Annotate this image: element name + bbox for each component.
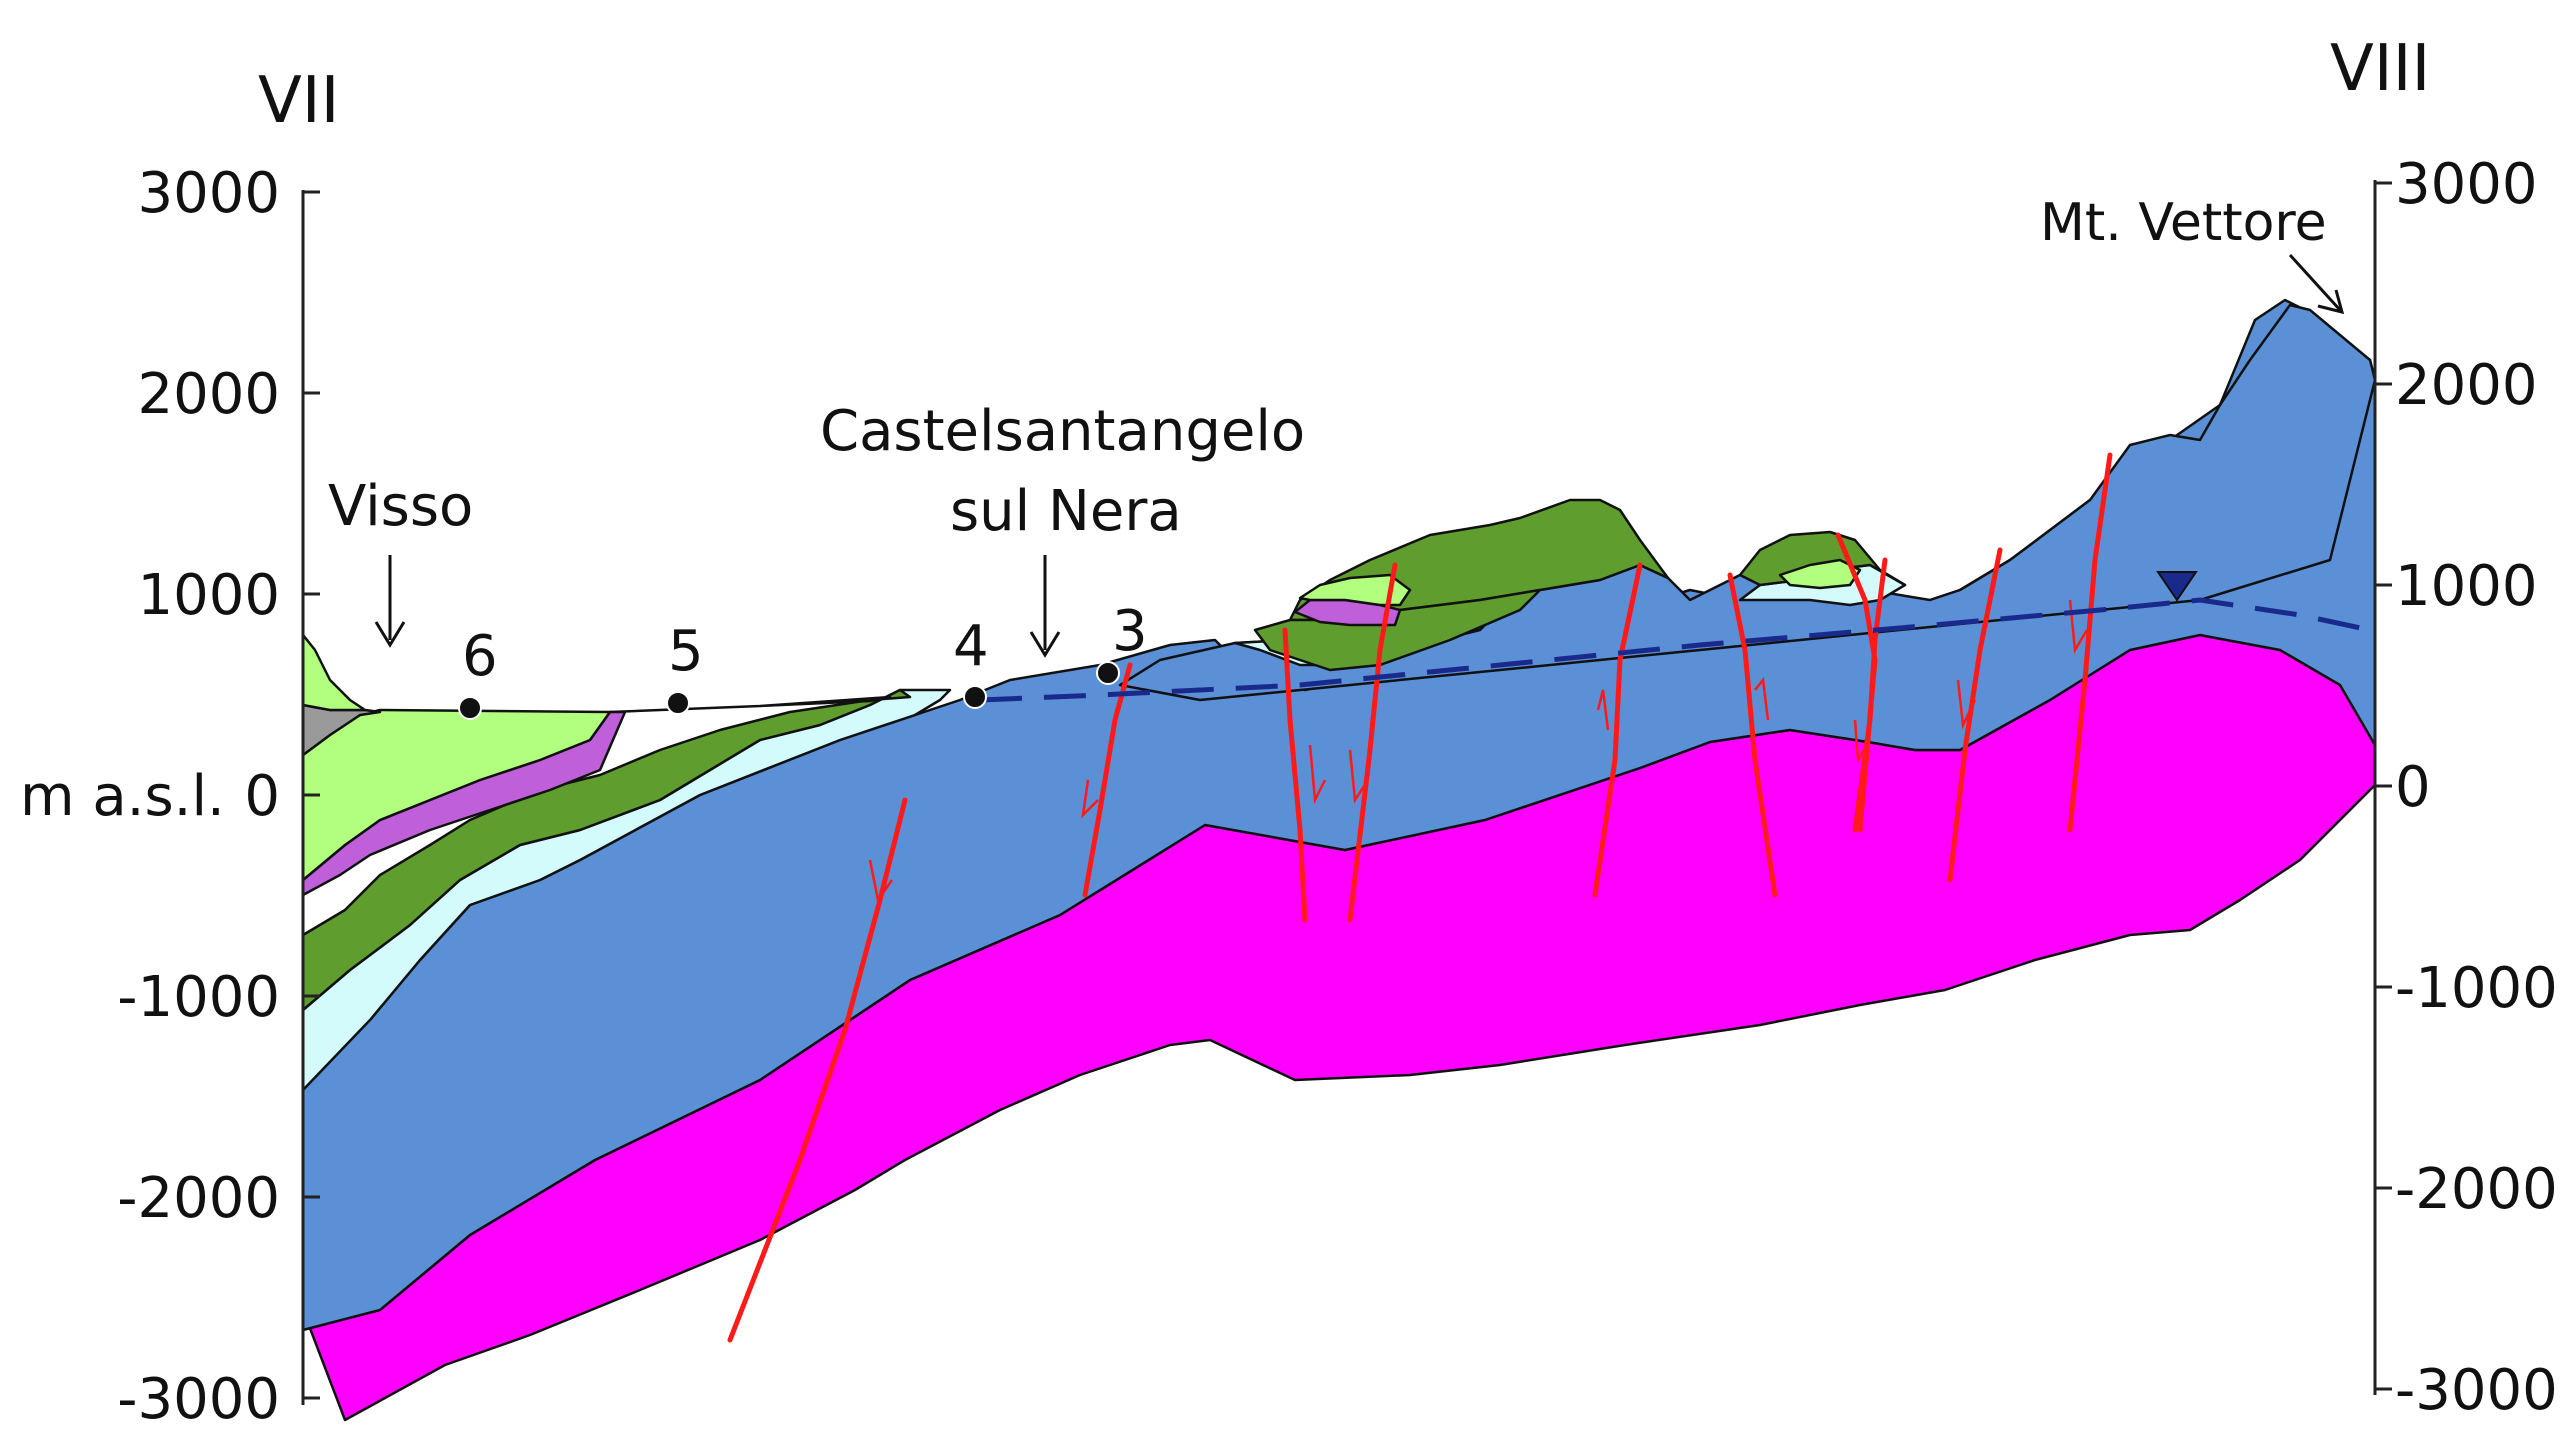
left-tick-label: -3000 xyxy=(117,1367,280,1432)
fault-line xyxy=(2067,452,2113,833)
light-green-lens-a xyxy=(1298,573,1412,607)
castelsantangelo-label-line1: Castelsantangelo xyxy=(820,399,1305,464)
strata-layers xyxy=(301,298,2377,1422)
left-tick-label: -2000 xyxy=(117,1166,280,1231)
left-axis xyxy=(301,190,320,1405)
left-tick-label: -1000 xyxy=(117,965,280,1030)
fault-line xyxy=(1852,557,1888,833)
dark-green-upper-wedge xyxy=(608,695,892,714)
spring-number: 6 xyxy=(462,624,498,689)
left-section-end-label: VII xyxy=(258,64,340,138)
right-tick-label: 1000 xyxy=(2395,554,2538,619)
slip-arrow xyxy=(1308,744,1327,805)
fault-line xyxy=(1947,547,2003,883)
slip-arrow xyxy=(1754,676,1770,721)
fault-line xyxy=(1347,562,1398,923)
dark-green-layer xyxy=(301,688,912,1012)
fault-line xyxy=(1727,572,1778,898)
right-tick-label: -1000 xyxy=(2395,956,2558,1021)
spring-5: 5 xyxy=(666,619,704,715)
water-table-symbol-icon xyxy=(2156,571,2198,602)
visso-label: Visso xyxy=(328,474,473,539)
right-section-end-label: VIII xyxy=(2330,32,2430,106)
spring-3: 3 xyxy=(1096,599,1148,685)
slip-arrow xyxy=(2068,599,2089,654)
fault-lines xyxy=(727,452,2113,1343)
slip-arrow xyxy=(1596,689,1610,731)
castelsantangelo-arrow xyxy=(1029,555,1061,658)
slip-arrow xyxy=(1081,779,1099,819)
y-axis-unit-label: m a.s.l. xyxy=(20,764,225,829)
right-tick-label: -3000 xyxy=(2395,1358,2558,1423)
left-tick-label: 2000 xyxy=(137,362,280,427)
spring-6: 6 xyxy=(458,624,498,720)
right-tick-label: 2000 xyxy=(2395,353,2538,418)
right-tick-label: 3000 xyxy=(2395,152,2538,217)
fault-line xyxy=(1592,562,1643,898)
spring-4: 4 xyxy=(953,614,989,709)
spring-number: 3 xyxy=(1112,599,1148,664)
mt-vettore-arrow xyxy=(2288,253,2345,315)
slip-arrow xyxy=(1853,719,1872,765)
water-table-line xyxy=(979,597,2371,703)
fault-line xyxy=(1282,627,1308,923)
fault-line xyxy=(727,797,908,1343)
spring-number: 5 xyxy=(668,619,704,684)
left-tick-label: 3000 xyxy=(137,161,280,226)
left-tick-label: 0 xyxy=(244,764,280,829)
slip-arrow xyxy=(1348,749,1370,804)
visso-arrow xyxy=(374,555,406,648)
castelsantangelo-label-line2: sul Nera xyxy=(950,479,1182,544)
right-tick-label: 0 xyxy=(2395,755,2431,820)
slip-arrow xyxy=(868,859,894,904)
left-tick-label: 1000 xyxy=(137,563,280,628)
slip-arrow xyxy=(1956,679,1977,730)
mt-vettore-label: Mt. Vettore xyxy=(2040,193,2327,253)
visso-hillside xyxy=(301,633,367,712)
right-tick-label: -2000 xyxy=(2395,1157,2558,1222)
spring-number: 4 xyxy=(953,614,989,679)
right-axis xyxy=(2373,180,2392,1395)
